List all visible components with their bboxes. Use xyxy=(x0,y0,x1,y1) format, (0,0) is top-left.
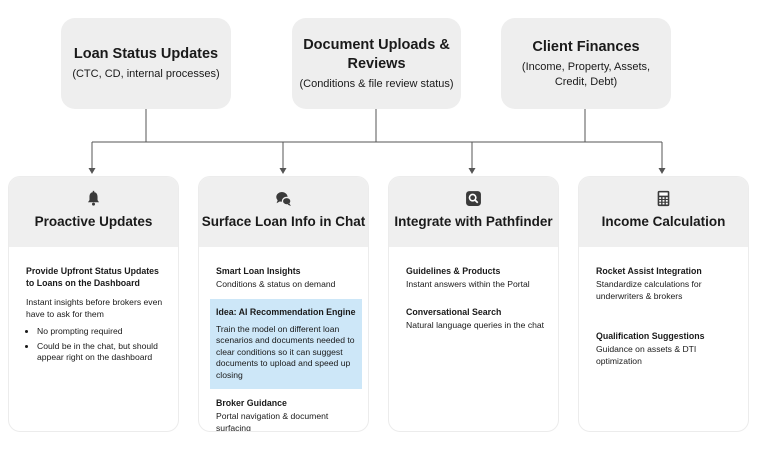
arrowhead-card-4 xyxy=(658,168,666,174)
card-header: Surface Loan Info in Chat xyxy=(199,177,368,247)
card-integrate-pathfinder: Integrate with Pathfinder Guidelines & P… xyxy=(388,176,559,432)
calculator-icon xyxy=(657,190,670,207)
idea-title: Idea: AI Recommendation Engine xyxy=(216,306,356,317)
card-body: Provide Upfront Status Updates to Loans … xyxy=(9,247,178,364)
section-text: Standardize calculations for underwriter… xyxy=(596,279,702,301)
card-title: Integrate with Pathfinder xyxy=(394,214,553,229)
card-title: Proactive Updates xyxy=(34,214,153,229)
section-heading: Guidelines & Products xyxy=(406,266,501,276)
arrowhead-card-2 xyxy=(279,168,287,174)
section-text: Instant insights before brokers even hav… xyxy=(26,297,163,319)
source-subtitle: (CTC, CD, internal processes) xyxy=(72,68,220,80)
section-heading: Smart Loan Insights xyxy=(216,266,301,276)
card-income-calculation: Income Calculation Rocket Assist Integra… xyxy=(578,176,749,432)
bullet-item: Could be in the chat, but should appear … xyxy=(37,341,166,364)
card-title: Surface Loan Info in Chat xyxy=(201,214,366,229)
arrowhead-card-3 xyxy=(468,168,476,174)
chat-bubbles-icon xyxy=(276,192,292,206)
source-subtitle: (Conditions & file review status) xyxy=(299,77,454,90)
card-body: Smart Loan Insights Conditions & status … xyxy=(199,247,368,432)
section-heading: Qualification Suggestions xyxy=(596,331,705,341)
section-text: Portal navigation & document surfacing xyxy=(216,411,329,432)
section-text: Natural language queries in the chat xyxy=(406,319,545,330)
idea-text: Train the model on different loan scenar… xyxy=(216,323,355,380)
source-title: Loan Status Updates xyxy=(73,46,219,62)
source-subtitle: (Income, Property, Assets, Credit, Debt) xyxy=(521,60,651,88)
bullet-list: No prompting required Could be in the ch… xyxy=(26,326,166,364)
card-header: Income Calculation xyxy=(579,177,748,247)
section-heading: Rocket Assist Integration xyxy=(596,266,702,276)
card-header: Proactive Updates xyxy=(9,177,178,247)
source-client-finances: Client Finances (Income, Property, Asset… xyxy=(501,18,671,109)
bell-icon xyxy=(87,190,100,206)
card-proactive-updates: Proactive Updates Provide Upfront Status… xyxy=(8,176,179,432)
source-title: Document Uploads & Reviews xyxy=(303,36,450,72)
source-title: Client Finances xyxy=(532,38,640,55)
section-heading: Broker Guidance xyxy=(216,398,287,408)
idea-callout: Idea: AI Recommendation Engine Train the… xyxy=(210,298,362,389)
section-text: Instant answers within the Portal xyxy=(406,279,530,289)
section-text: Guidance on assets & DTI optimization xyxy=(596,344,697,366)
card-body: Rocket Assist Integration Standardize ca… xyxy=(579,247,748,367)
card-title: Income Calculation xyxy=(601,214,726,229)
section-text: Conditions & status on demand xyxy=(216,279,336,289)
source-document-uploads: Document Uploads & Reviews (Conditions &… xyxy=(292,18,461,109)
source-loan-status-updates: Loan Status Updates (CTC, CD, internal p… xyxy=(61,18,231,109)
bullet-item: No prompting required xyxy=(37,326,166,338)
section-heading: Conversational Search xyxy=(406,306,502,317)
search-icon xyxy=(466,191,481,206)
card-header: Integrate with Pathfinder xyxy=(389,177,558,247)
card-body: Guidelines & Products Instant answers wi… xyxy=(389,247,558,331)
section-heading: Provide Upfront Status Updates to Loans … xyxy=(26,266,159,288)
arrowhead-card-1 xyxy=(88,168,96,174)
card-surface-loan-info: Surface Loan Info in Chat Smart Loan Ins… xyxy=(198,176,369,432)
